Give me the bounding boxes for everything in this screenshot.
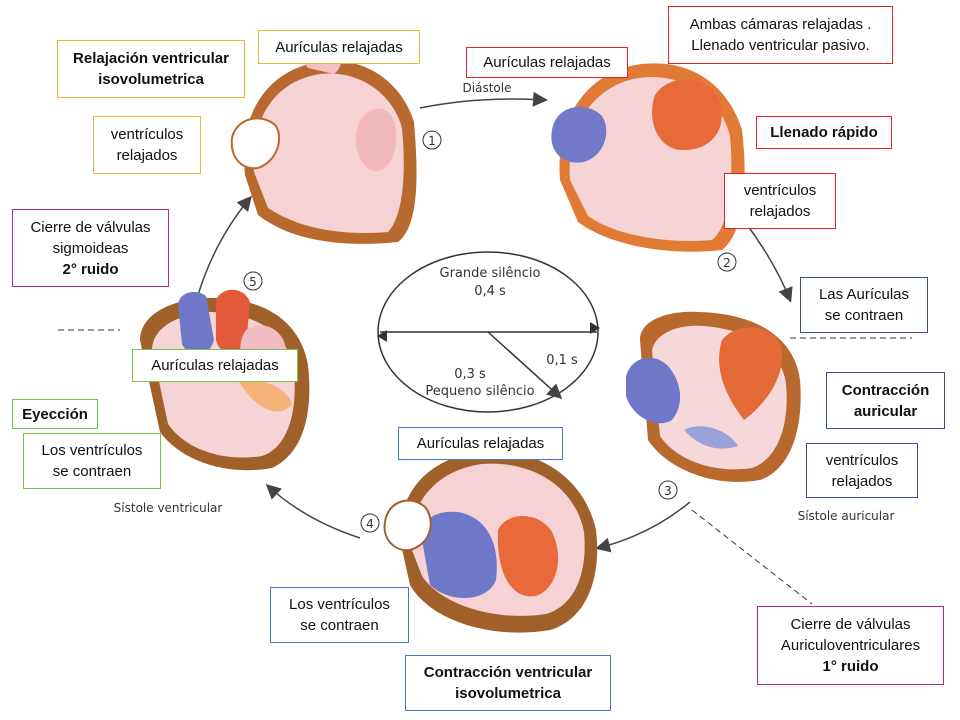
label-line: Los ventrículos — [41, 442, 143, 459]
cycle-arrow-1-to-2 — [419, 91, 548, 109]
step-marker-5: 5 — [243, 271, 263, 291]
label-line: isovolumetrica — [98, 71, 204, 88]
label-ventriculos-relajados-top-right: ventrículos relajados — [724, 173, 836, 229]
label-ambas-camaras: Ambas cámaras relajadas . Llenado ventri… — [668, 6, 893, 64]
label-line: sigmoideas — [52, 239, 129, 257]
cycle-arrow-3-to-4 — [595, 501, 691, 553]
label-line: isovolumetrica — [455, 685, 561, 702]
label-cierre-sigmoideas: Cierre de válvulas sigmoideas 2° ruido — [12, 209, 169, 287]
label-line: Contracción ventricular — [423, 664, 593, 681]
label-line: Ambas cámaras relajadas . — [689, 16, 872, 33]
label-line: Aurículas relajadas — [483, 54, 611, 71]
label-line: Llenado ventricular pasivo. — [691, 37, 870, 54]
label-line: 2° ruido — [62, 260, 119, 278]
label-line: ventrículos — [110, 126, 184, 143]
diastole-label: Diástole — [463, 81, 512, 95]
label-auriculas-relajadas-top-right: Aurículas relajadas — [466, 47, 628, 78]
label-line: Aurículas relajadas — [151, 357, 279, 374]
label-ventriculos-relajados-right: ventrículos relajados — [806, 443, 918, 498]
step-number: 4 — [366, 517, 374, 531]
label-line: Relajación ventricular — [73, 50, 229, 67]
label-cierre-av: Cierre de válvulas Auriculoventriculares… — [757, 606, 944, 685]
label-line: relajados — [831, 472, 893, 490]
label-eyeccion: Eyección — [12, 399, 98, 429]
cycle-arrow-2-to-3 — [744, 221, 793, 303]
label-auriculas-contraen: Las Aurículas se contraen — [800, 277, 928, 333]
label-relajacion-ventricular: Relajación ventricular isovolumetrica — [57, 40, 245, 98]
label-auriculas-relajadas-left: Aurículas relajadas — [132, 349, 298, 382]
sistole-ventricular-label: Sístole ventricular — [114, 501, 223, 515]
label-ventriculos-relajados-top-left: ventrículos relajados — [93, 116, 201, 174]
step-marker-1: 1 — [422, 130, 442, 150]
label-line: Aurículas relajadas — [416, 435, 545, 452]
step-number: 3 — [664, 484, 672, 498]
step-number: 2 — [723, 256, 731, 270]
heart-2-illustration — [551, 63, 745, 252]
label-contraccion-ventricular: Contracción ventricular isovolumetrica — [405, 655, 611, 711]
label-line: Las Aurículas — [818, 286, 910, 303]
grande-silencio-time: 0,4 s — [474, 284, 506, 299]
label-contraccion-auricular: Contracción auricular — [826, 372, 945, 429]
timing-circle: Grande silêncio 0,4 s 0,3 s 0,1 s Pequen… — [377, 251, 600, 413]
grande-silencio-text: Grande silêncio — [440, 266, 541, 281]
cycle-arrow-4-to-5 — [265, 483, 361, 539]
label-line: Eyección — [22, 405, 88, 423]
label-ventriculos-contraen-bottom: Los ventrículos se contraen — [270, 587, 409, 643]
dashed-line-bottom — [691, 509, 813, 605]
label-line: Cierre de válvulas — [30, 218, 151, 236]
label-line: se contraen — [52, 463, 132, 480]
step-marker-3: 3 — [658, 480, 678, 500]
sistole-auricular-label: Sístole auricular — [798, 509, 895, 523]
label-line: ventrículos — [743, 182, 817, 199]
pequeno-silencio-time: 0,3 s — [454, 367, 486, 382]
heart-4-illustration — [383, 451, 598, 633]
label-line: Llenado rápido — [770, 124, 878, 141]
cycle-arrow-5-to-1 — [197, 195, 252, 296]
heart-1-illustration — [230, 50, 417, 244]
label-line: Cierre de válvulas — [790, 616, 911, 633]
label-ventriculos-contraen-left: Los ventrículos se contraen — [23, 433, 161, 489]
label-line: auricular — [853, 402, 918, 420]
step-marker-4: 4 — [360, 513, 380, 533]
label-line: Los ventrículos — [289, 596, 390, 613]
label-line: Aurículas relajadas — [275, 38, 403, 56]
label-llenado-rapido: Llenado rápido — [756, 116, 892, 149]
label-line: Auriculoventriculares — [780, 637, 921, 654]
step-number: 5 — [249, 275, 257, 289]
heart-3-illustration — [626, 311, 801, 482]
step-marker-2: 2 — [717, 252, 737, 272]
label-line: relajados — [749, 203, 811, 220]
pequeno-silencio-text: Pequeno silêncio — [425, 384, 534, 399]
step-number: 1 — [428, 134, 436, 148]
label-auriculas-relajadas-bottom: Aurículas relajadas — [398, 427, 563, 460]
label-line: 1° ruido — [822, 658, 879, 675]
label-line: se contraen — [300, 617, 379, 634]
label-line: se contraen — [824, 307, 904, 324]
label-line: relajados — [116, 147, 178, 164]
label-auriculas-relajadas-top-left: Aurículas relajadas — [258, 30, 420, 64]
short-time: 0,1 s — [546, 353, 578, 368]
label-line: ventrículos — [825, 451, 899, 469]
label-line: Contracción — [841, 381, 930, 399]
